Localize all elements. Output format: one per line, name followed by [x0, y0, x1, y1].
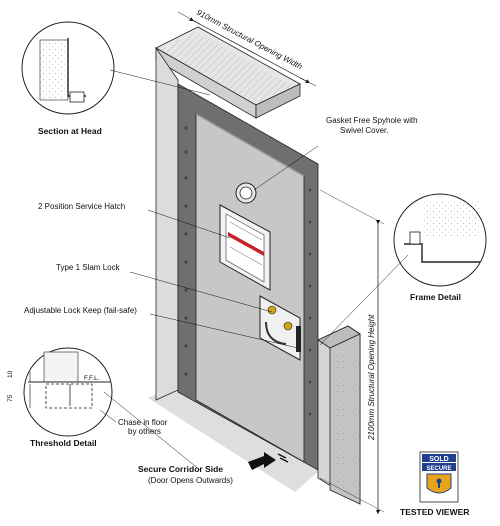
- corridor-label-2: (Door Opens Outwards): [148, 476, 233, 485]
- height-dimension-label: 2100mm Structural Opening Height: [367, 314, 376, 441]
- sold-secure-badge: SOLD SECURE: [419, 451, 459, 503]
- threshold-detail-label: Threshold Detail: [30, 438, 97, 448]
- door-swing-arrow: [248, 452, 289, 470]
- chase-label-2: by others: [128, 427, 161, 436]
- dim-75-label: 75: [7, 394, 14, 402]
- section-head-detail: [21, 21, 211, 115]
- dim-10-label: 10: [7, 370, 14, 378]
- corridor-label-1: Secure Corridor Side: [138, 464, 223, 474]
- height-dimension: [319, 189, 385, 515]
- lock-keep-label: Adjustable Lock Keep (fail-safe): [24, 306, 137, 315]
- chase-label-1: Chase in floor: [118, 418, 168, 427]
- threshold-detail: [23, 347, 201, 471]
- width-dimension: [177, 11, 317, 87]
- tested-viewer-label: TESTED VIEWER: [400, 507, 469, 517]
- frame-detail-label: Frame Detail: [410, 292, 461, 302]
- ffl-label: F.F.L.: [84, 375, 100, 382]
- section-head-label: Section at Head: [38, 126, 102, 136]
- keyhole-icon: [436, 478, 442, 484]
- hatch-label: 2 Position Service Hatch: [38, 202, 125, 211]
- spyhole-label-2: Swivel Cover.: [340, 126, 388, 135]
- wall-block-right: [317, 325, 361, 505]
- slam-lock: [259, 295, 301, 361]
- slam-lock-label: Type 1 Slam Lock: [56, 263, 121, 272]
- service-hatch: [219, 204, 271, 291]
- floor-shadow: [148, 384, 320, 492]
- frame-detail: [319, 193, 487, 346]
- spyhole-label-1: Gasket Free Spyhole with: [326, 116, 418, 125]
- spyhole: [235, 182, 257, 204]
- badge-word-1: SOLD: [429, 456, 448, 463]
- hinge-pins: [184, 126, 312, 416]
- badge-word-2: SECURE: [426, 466, 451, 472]
